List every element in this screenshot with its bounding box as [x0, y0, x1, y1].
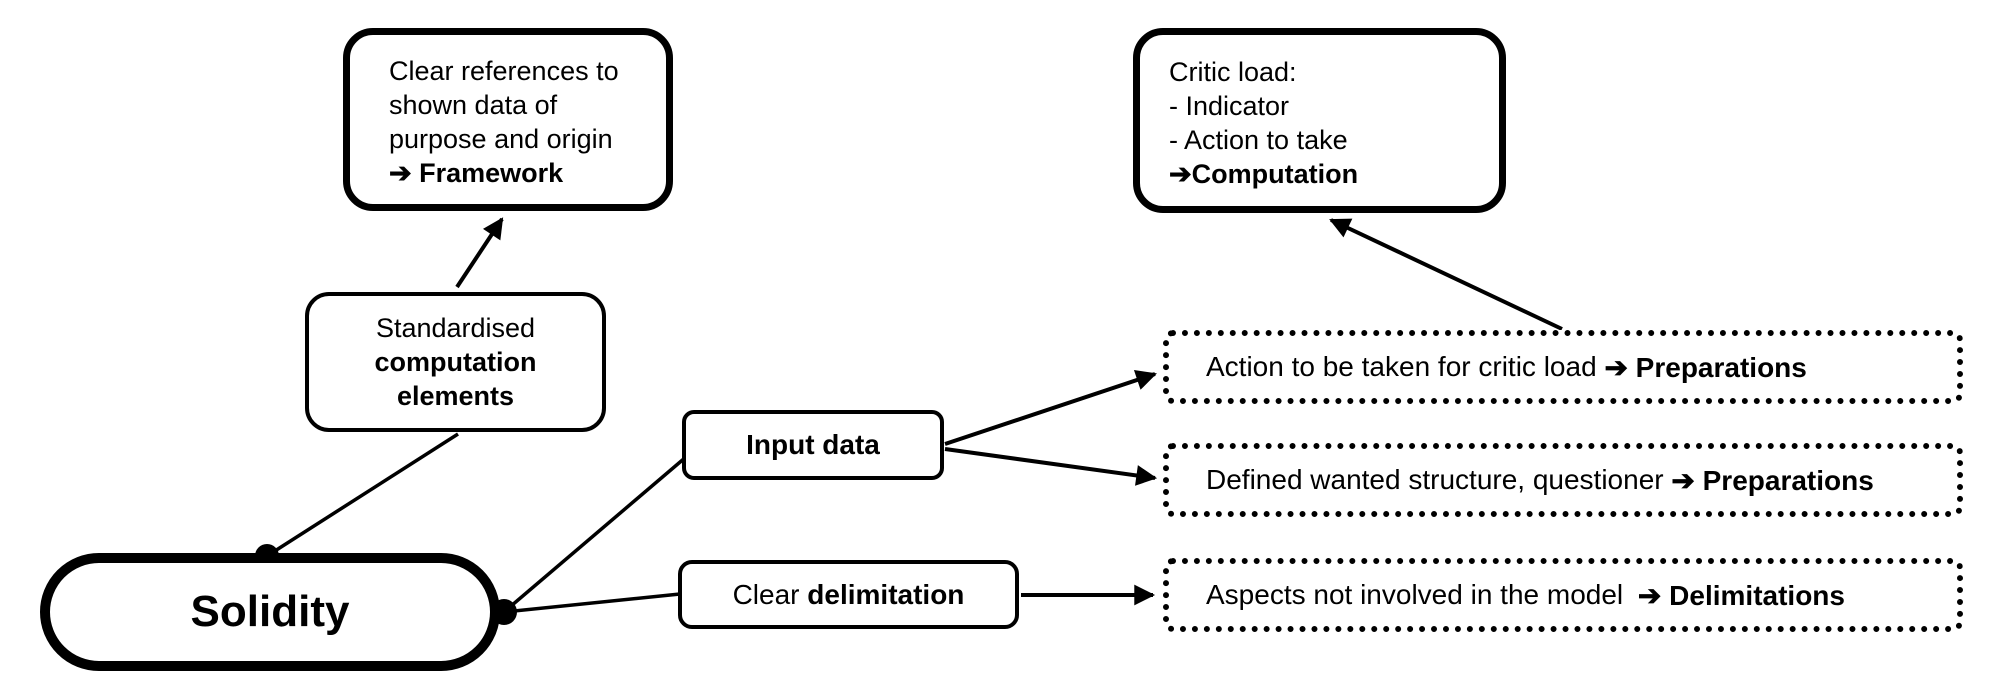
computation-text-line: - Indicator — [1169, 91, 1290, 121]
computation-tag: ➔Computation — [1169, 159, 1359, 189]
connector-solidity-delimitation — [503, 592, 681, 614]
node-computation: Critic load: - Indicator - Action to tak… — [1133, 28, 1506, 213]
arrow-input-data-preparations-structure — [944, 447, 1158, 486]
arrow-input-data-preparations-action — [944, 370, 1157, 446]
node-solidity: Solidity — [40, 553, 500, 671]
arrow-standardised-framework — [455, 217, 504, 289]
standardised-text-line: elements — [396, 381, 515, 411]
node-delimitations-aspects: Aspects not involved in the model ➔ Deli… — [1163, 558, 1963, 632]
standardised-text-line: computation — [374, 347, 537, 377]
clear-delimitation-label: Clear delimitation — [732, 578, 965, 610]
preparations-structure-text: Defined wanted structure, questioner — [1206, 464, 1672, 495]
preparations-action-tag: ➔ Preparations — [1604, 351, 1807, 383]
standardised-text-line: Standardised — [375, 313, 536, 343]
framework-text-line: purpose and origin — [389, 124, 613, 154]
preparations-structure-tag: ➔ Preparations — [1671, 464, 1874, 496]
connector-solidity-standardised — [266, 432, 459, 558]
solidity-label: Solidity — [190, 587, 350, 636]
framework-text-line: shown data of — [389, 90, 558, 120]
preparations-action-text: Action to be taken for critic load — [1206, 351, 1605, 382]
computation-text-line: - Action to take — [1169, 125, 1348, 155]
node-standardised-computation-elements: Standardised computation elements — [305, 292, 606, 432]
framework-tag: ➔ Framework — [389, 158, 564, 188]
node-preparations-action: Action to be taken for critic load ➔ Pre… — [1163, 330, 1963, 404]
node-framework: Clear references to shown data of purpos… — [343, 28, 673, 211]
node-preparations-structure: Defined wanted structure, questioner ➔ P… — [1163, 443, 1963, 517]
node-input-data: Input data — [682, 410, 944, 480]
connector-solidity-input-data — [502, 455, 688, 614]
framework-text-line: Clear references to — [389, 56, 619, 86]
delimitations-aspects-tag: ➔ Delimitations — [1637, 579, 1845, 611]
node-clear-delimitation: Clear delimitation — [678, 560, 1019, 629]
computation-text-line: Critic load: — [1169, 57, 1297, 87]
arrow-preparations-action-computation — [1329, 218, 1563, 331]
delimitations-aspects-text: Aspects not involved in the model — [1206, 579, 1631, 610]
input-data-label: Input data — [746, 429, 880, 460]
